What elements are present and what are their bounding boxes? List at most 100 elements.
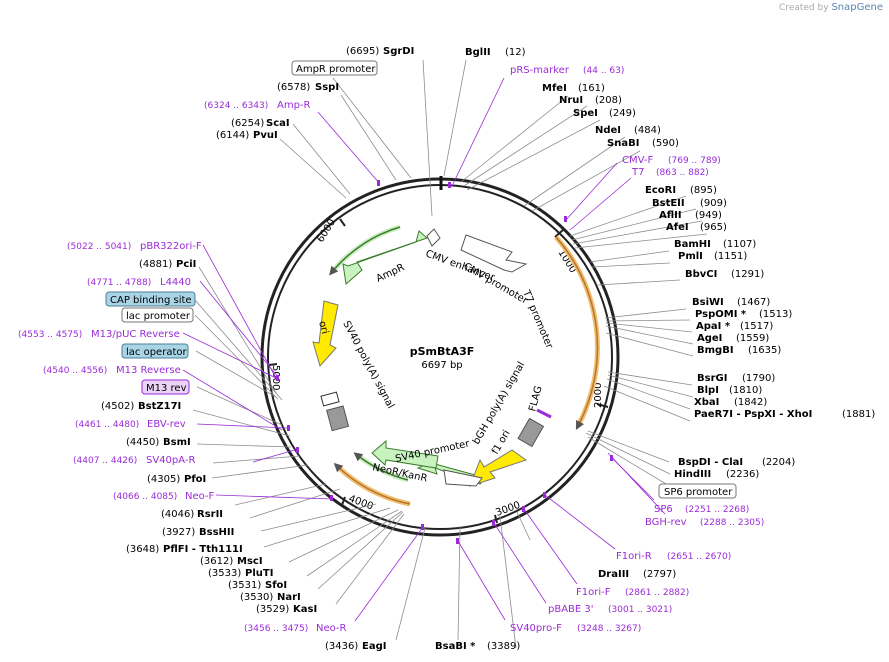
site-pbr322-pos: (5022 .. 5041): [67, 242, 131, 252]
site-sspi: SspI: [315, 82, 339, 93]
site-sfoi-pos: (3531): [228, 580, 261, 591]
site-agei: AgeI: [697, 333, 722, 344]
feature-ori: ori: [316, 320, 330, 335]
site-xbai-pos: (1842): [734, 397, 767, 408]
site-bglii: BglII: [465, 47, 491, 58]
site-bsiwi: BsiWI: [692, 297, 724, 308]
site-nrui: NruI: [559, 95, 583, 106]
site-sspi-pos: (6578): [277, 82, 310, 93]
flag-mark: [536, 408, 552, 419]
sv40-promoter-arrow: [371, 439, 439, 469]
sv40-polya-box: [326, 405, 350, 432]
site-msci: MscI: [237, 556, 263, 567]
site-xbai: XbaI: [694, 397, 719, 408]
site-ebv-rev: EBV-rev: [147, 419, 186, 430]
sp6-promoter-box: [658, 483, 737, 499]
site-paer7i-pos: (1881): [842, 409, 875, 420]
site-pspomi: PspOMI *: [695, 309, 747, 320]
orf-arc-3-line: [329, 226, 401, 276]
tick-label-6000: 6000: [315, 217, 338, 244]
site-sp6-promoter: SP6 promoter: [664, 487, 733, 498]
site-neo-f-pos: (4066 .. 4085): [113, 492, 177, 502]
site-pflfi-pos: (3648): [126, 544, 159, 555]
site-pflfi: PflFI - Tth111I: [163, 544, 243, 555]
site-bsrgi: BsrGI: [697, 373, 727, 384]
site-afei: AfeI: [666, 222, 689, 233]
site-sp6-pos: (2251 .. 2268): [685, 505, 749, 515]
site-lac-operator: lac operator: [126, 347, 187, 358]
feature-sv40-polya: SV40 poly(A) signal: [340, 319, 396, 410]
site-l4440: L4440: [160, 277, 191, 288]
site-f1ori-r-pos: (2651 .. 2670): [667, 552, 731, 562]
site-spei-pos: (249): [609, 108, 636, 119]
site-bamhi: BamHI: [674, 239, 711, 250]
orf-arc-3: [330, 224, 401, 274]
site-prs-marker: pRS-marker: [510, 65, 570, 76]
site-nari-pos: (3530): [240, 592, 273, 603]
site-ecori-pos: (895): [690, 185, 717, 196]
site-bbvci-pos: (1291): [731, 269, 764, 280]
site-bbvci: BbvCI: [685, 269, 717, 280]
site-l4440-pos: (4771 .. 4788): [87, 278, 151, 288]
site-sv40pa-r-pos: (4407 .. 4426): [73, 456, 137, 466]
site-bstz17i-pos: (4502): [101, 401, 134, 412]
site-snabi-pos: (590): [652, 138, 679, 149]
lac-box: [320, 391, 340, 407]
m13-rev-box: [141, 379, 190, 395]
feature-ampr: AmpR: [375, 262, 407, 285]
site-m13-reverse: M13 Reverse: [116, 365, 181, 376]
plasmid-size: 6697 bp: [421, 360, 462, 371]
site-bsmi-pos: (4450): [126, 437, 159, 448]
site-snabi: SnaBI: [607, 138, 639, 149]
site-neo-r: Neo-R: [316, 623, 347, 634]
sv40-small-arrow: [443, 469, 483, 487]
site-pfoi-pos: (4305): [147, 474, 180, 485]
site-ecori: EcoRI: [645, 185, 676, 196]
site-eagi-pos: (3436): [325, 641, 358, 652]
site-sp6: SP6: [654, 504, 673, 515]
site-pbr322: pBR322ori-F: [140, 241, 202, 252]
site-pcii-pos: (4881): [139, 259, 172, 270]
ampr-arrow: [342, 230, 428, 285]
site-bgh-rev-pos: (2288 .. 2305): [700, 518, 764, 528]
site-bstz17i: BstZ17I: [138, 401, 181, 412]
site-nari: NarI: [277, 592, 301, 603]
site-pfoi: PfoI: [184, 474, 206, 485]
site-bsteii: BstEII: [652, 198, 685, 209]
site-pcii: PciI: [176, 259, 196, 270]
site-cmv-f-pos: (769 .. 789): [668, 156, 721, 166]
site-scai-pos: (6254): [231, 118, 264, 129]
site-pspomi-pos: (1513): [759, 309, 792, 320]
bgh-polya-box: [517, 417, 545, 448]
site-neo-r-pos: (3456 .. 3475): [244, 624, 308, 634]
site-sv40pa-r: SV40pA-R: [146, 455, 195, 466]
site-scai: ScaI: [266, 118, 290, 129]
site-m13-rev: M13 rev: [146, 383, 187, 394]
cap-site-box: [105, 291, 196, 307]
site-hindiii-pos: (2236): [726, 469, 759, 480]
leader-lines: [192, 59, 708, 649]
site-bsabi: BsaBI *: [435, 641, 476, 652]
site-ebv-rev-pos: (4461 .. 4480): [75, 420, 139, 430]
tick-6000: [339, 218, 346, 227]
tick-2000: [596, 403, 609, 408]
site-bspdi-pos: (2204): [762, 457, 795, 468]
site-apai: ApaI *: [696, 321, 731, 332]
tick-1000: [554, 229, 564, 238]
tick-3000: [494, 514, 498, 524]
site-pvui-pos: (6144): [216, 130, 249, 141]
site-amp-r-pos: (6324 .. 6343): [204, 101, 268, 111]
site-f1ori-f-pos: (2861 .. 2882): [625, 588, 689, 598]
site-bamhi-pos: (1107): [723, 239, 756, 250]
site-bsteii-pos: (909): [700, 198, 727, 209]
site-msci-pos: (3612): [200, 556, 233, 567]
site-cmv-f: CMV-F: [622, 155, 653, 166]
site-spei: SpeI: [573, 108, 598, 119]
tick-5000: [268, 363, 278, 366]
orf-arc-4-line: [353, 452, 409, 481]
site-mfei-pos: (161): [578, 83, 605, 94]
site-bmgbi-pos: (1635): [748, 345, 781, 356]
site-draiii: DraIII: [598, 569, 629, 580]
site-apai-pos: (1517): [740, 321, 773, 332]
site-kasi: KasI: [293, 604, 317, 615]
